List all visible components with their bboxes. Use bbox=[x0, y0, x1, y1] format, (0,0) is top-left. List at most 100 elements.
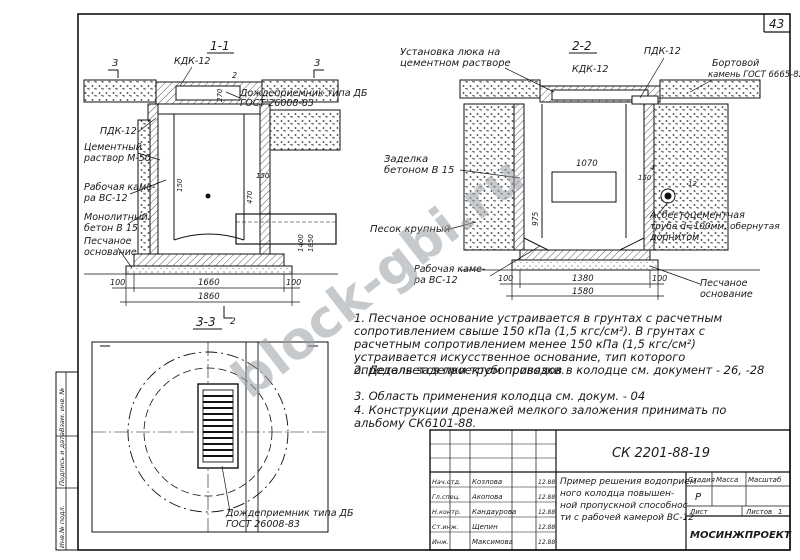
row-date-5: 12.88 bbox=[538, 539, 555, 546]
note-2: 2. Деталь заделки трубопроводов в колодц… bbox=[354, 363, 765, 377]
dim-100-d: 100 bbox=[652, 274, 667, 283]
label-kdk12-b: КДК-12 bbox=[572, 64, 608, 75]
sheet-label: Лист bbox=[689, 508, 709, 516]
row-date-2: 12.88 bbox=[538, 494, 555, 501]
label-curb-1: Бортовой bbox=[712, 58, 759, 69]
title-desc-1: Пример решения водоприем- bbox=[560, 477, 700, 487]
hdr-mass: Масса bbox=[716, 476, 738, 484]
dims-section-1-1 bbox=[112, 274, 300, 306]
dim-975: 975 bbox=[531, 211, 540, 226]
dim-270: 270 bbox=[216, 88, 224, 102]
section-1-1-title: 1-1 bbox=[210, 39, 230, 53]
title-code: СК 2201-88-19 bbox=[612, 446, 710, 461]
dim-100-c: 100 bbox=[498, 274, 513, 283]
dim-1580: 1580 bbox=[572, 287, 594, 297]
label-receiver-2: Дождеприемник типа ДБ bbox=[225, 508, 354, 519]
section-2-2: 2-2 bbox=[459, 39, 761, 271]
dim-2: 2 bbox=[232, 71, 237, 80]
side-stamp: Инв.№ подл. Подпись и дата Взам. инв. № bbox=[55, 371, 79, 551]
row-role-5: Инж. bbox=[432, 538, 449, 546]
label-gost-1: ГОСТ 26008-83 bbox=[240, 98, 314, 109]
label-chamber-1: Рабочая каме- bbox=[84, 182, 156, 193]
org-name: МОСИНЖПРОЕКТ bbox=[690, 530, 792, 541]
dim-1400: 1400 bbox=[297, 234, 305, 252]
dim-470: 470 bbox=[246, 190, 254, 204]
dim-100-b: 100 bbox=[286, 278, 301, 287]
label-chamber-4: ра ВС-12 bbox=[413, 275, 458, 286]
page-number: 43 bbox=[769, 17, 784, 31]
title-desc-4: ти с рабочей камерой ВС-12 bbox=[560, 513, 694, 523]
stamp-inv: Инв.№ подл. bbox=[58, 505, 66, 548]
dim-150-c: 150 bbox=[638, 174, 652, 182]
row-role-1: Нач.отд. bbox=[432, 478, 461, 486]
sheets-label: Листов bbox=[745, 508, 772, 516]
row-role-3: Н.контр. bbox=[432, 508, 461, 516]
hdr-stage: Стадия bbox=[688, 476, 715, 484]
row-role-4: Ст.инж. bbox=[432, 523, 459, 531]
dim-1860: 1860 bbox=[198, 292, 220, 302]
note-3: 3. Область применения колодца см. докум.… bbox=[354, 389, 646, 403]
label-chamber-2: ра ВС-12 bbox=[83, 193, 128, 204]
dim-12: 12 bbox=[688, 180, 697, 188]
label-kdk12-a: КДК-12 bbox=[174, 56, 210, 67]
row-role-2: Гл.спец. bbox=[432, 493, 460, 501]
stage-value: Р bbox=[695, 492, 702, 503]
dim-1070: 1070 bbox=[576, 159, 598, 169]
svg-text:3: 3 bbox=[112, 58, 118, 69]
label-coarse-sand: Песок крупный bbox=[370, 224, 451, 235]
label-hatch-1: Установка люка на bbox=[400, 47, 500, 58]
section-3-3-title: 3-3 bbox=[196, 315, 216, 329]
section-2-2-title: 2-2 bbox=[572, 39, 592, 53]
label-sand-base-4: основание bbox=[700, 289, 753, 300]
row-name-3: Кандаурова bbox=[472, 508, 516, 516]
label-receiver-1: Дождеприемник типа ДБ bbox=[239, 88, 368, 99]
label-cement-mortar-1: Цементный bbox=[84, 142, 142, 153]
hdr-scale: Масштаб bbox=[748, 476, 782, 484]
dim-1850: 1850 bbox=[307, 234, 315, 252]
label-hatch-2: цементном растворе bbox=[400, 58, 511, 69]
svg-text:3: 3 bbox=[314, 58, 320, 69]
dim-1660: 1660 bbox=[198, 278, 220, 288]
label-pdk12-b: ПДК-12 bbox=[644, 46, 681, 57]
label-chamber-3: Рабочая каме- bbox=[414, 264, 486, 275]
row-name-1: Козлова bbox=[472, 478, 502, 486]
label-sand-base-2: основание bbox=[84, 247, 137, 258]
dim-150-b: 150 bbox=[256, 172, 270, 180]
dim-100-a: 100 bbox=[110, 278, 125, 287]
label-curb-2: камень ГОСТ 6665-82 bbox=[708, 70, 800, 80]
label-sand-base-1: Песчаное bbox=[84, 236, 132, 247]
row-name-5: Максимова bbox=[472, 538, 513, 546]
row-date-3: 12.88 bbox=[538, 509, 555, 516]
label-seal-2: бетоном В 15 bbox=[384, 164, 454, 176]
label-monolith-2: бетон В 15 bbox=[84, 223, 138, 234]
dims-section-2-2 bbox=[500, 270, 664, 300]
label-gost-2: ГОСТ 26008-83 bbox=[226, 519, 300, 530]
label-pipe-1: Асбестоцементная bbox=[649, 210, 745, 221]
row-date-4: 12.88 bbox=[538, 524, 555, 531]
title-desc-2: ного колодца повышен- bbox=[560, 489, 674, 499]
label-sand-base-3: Песчаное bbox=[700, 278, 748, 289]
cut-mark-2: 2 bbox=[230, 317, 236, 327]
title-block bbox=[429, 429, 791, 551]
row-date-1: 12.88 bbox=[538, 479, 555, 486]
note-4: 4. Конструкции дренажей мелкого заложени… bbox=[354, 403, 727, 430]
sheets-count: 1 bbox=[778, 508, 782, 516]
label-seal-1: Заделка bbox=[384, 154, 428, 165]
title-desc-3: ной пропускной способнос- bbox=[560, 501, 691, 511]
row-name-2: Акопова bbox=[471, 493, 503, 501]
label-pipe-2: труба d=100мм, обернутая bbox=[650, 222, 780, 232]
dim-150-a: 150 bbox=[176, 178, 184, 192]
note-1: 1. Песчаное основание устраивается в гру… bbox=[354, 311, 723, 377]
label-cement-mortar-2: раствор М-50 bbox=[83, 153, 151, 164]
section-1-1: 1-1 3 3 bbox=[83, 39, 341, 275]
section-3-3: 3-3 bbox=[91, 315, 329, 533]
label-pdk12-a: ПДК-12 bbox=[100, 126, 137, 137]
dim-4: 4 bbox=[650, 164, 654, 172]
row-name-4: Щепин bbox=[472, 523, 498, 531]
label-pipe-3: дорнитом bbox=[649, 232, 699, 243]
dim-1380: 1380 bbox=[572, 274, 594, 284]
stamp-replace: Взам. инв. № bbox=[58, 388, 66, 432]
label-monolith-1: Монолитный bbox=[84, 212, 148, 223]
stamp-signature: Подпись и дата bbox=[58, 432, 66, 486]
